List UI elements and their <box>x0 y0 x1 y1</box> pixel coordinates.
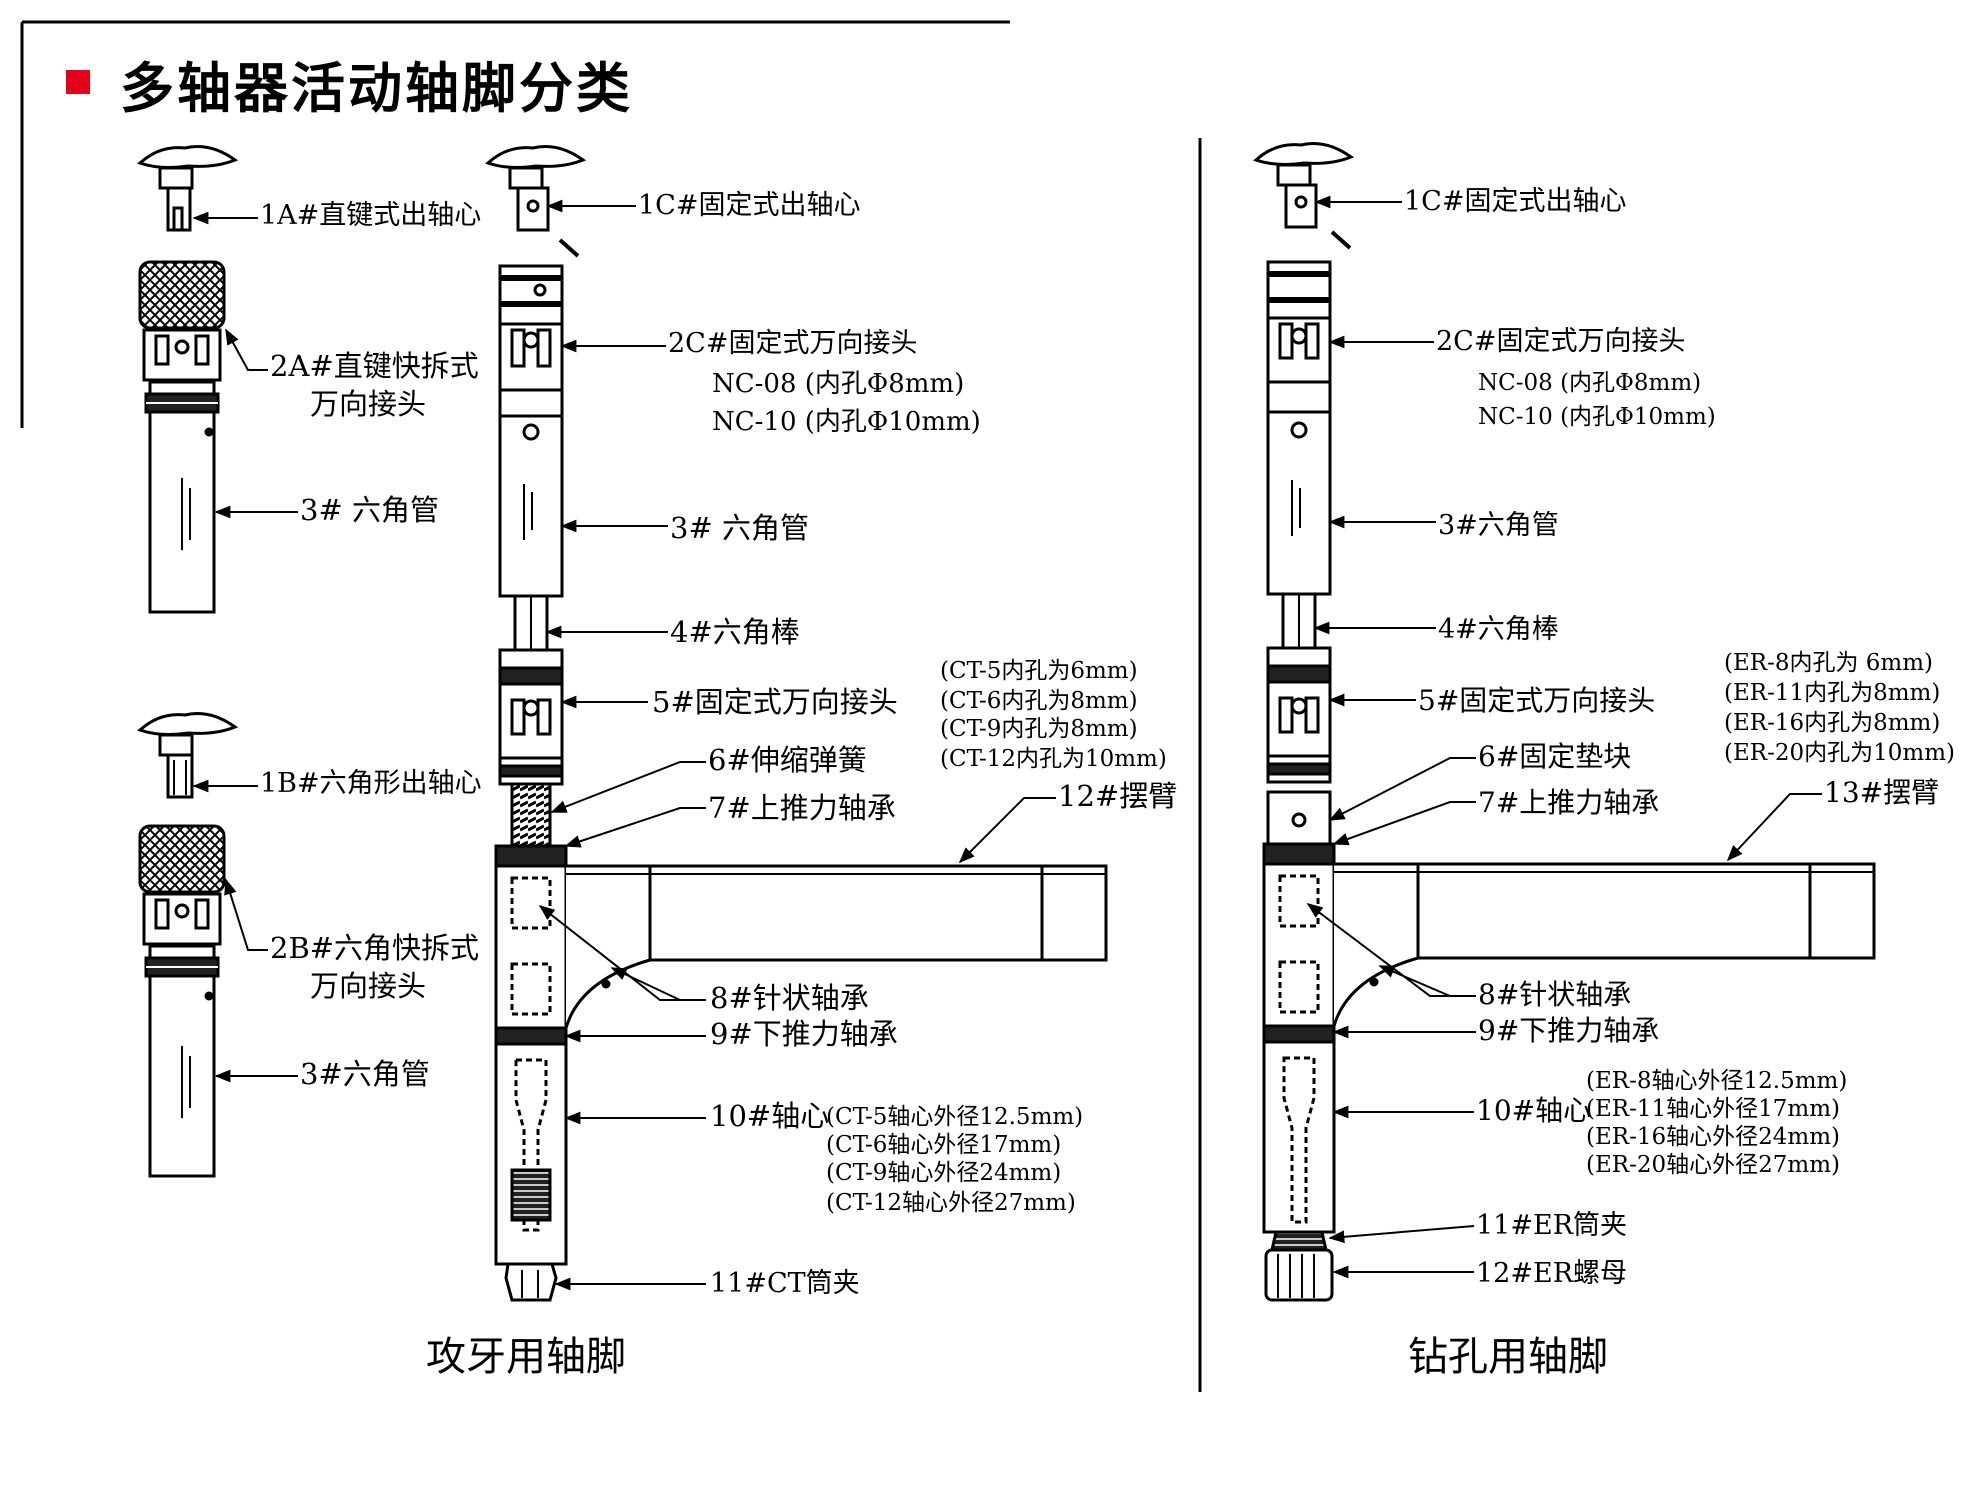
tapping-label-10-spec-3: (CT-9轴心外径24mm) <box>826 1160 1061 1186</box>
tapping-label-5-spec-3: (CT-9内孔为8mm) <box>940 716 1138 742</box>
drilling-label-6: 6#固定垫块 <box>1478 740 1631 773</box>
tapping-label-10-spec-1: (CT-5轴心外径12.5mm) <box>826 1104 1083 1130</box>
tapping-label-5-spec-2: (CT-6内孔为8mm) <box>940 688 1138 714</box>
tapping-label-nc08: NC-08 (内孔Φ8mm) <box>712 369 964 399</box>
tapping-label-4: 4#六角棒 <box>670 615 800 649</box>
label-2b-line2: 万向接头 <box>310 969 426 1003</box>
tapping-label-5: 5#固定式万向接头 <box>652 685 898 719</box>
drilling-label-10-spec-4: (ER-20轴心外径27mm) <box>1586 1152 1840 1178</box>
drilling-label-10: 10#轴心 <box>1476 1094 1591 1127</box>
tapping-label-3: 3# 六角管 <box>670 511 809 545</box>
tapping-label-12: 12#摆臂 <box>1058 779 1177 813</box>
drilling-caption: 钻孔用轴脚 <box>1408 1334 1608 1380</box>
label-3-bottom: 3#六角管 <box>300 1057 430 1091</box>
drilling-label-11: 11#ER筒夹 <box>1476 1210 1627 1241</box>
tapping-leader-lines <box>538 199 1056 1291</box>
drilling-label-9: 9#下推力轴承 <box>1478 1014 1659 1047</box>
drilling-leader-lines <box>1306 195 1822 1279</box>
label-2a-line2: 万向接头 <box>310 387 426 421</box>
tapping-label-5-spec-1: (CT-5内孔为6mm) <box>940 658 1138 684</box>
drilling-label-5-spec-4: (ER-20内孔为10mm) <box>1724 740 1955 766</box>
left-leader-lines <box>192 211 298 1083</box>
drilling-label-nc10: NC-10 (内孔Φ10mm) <box>1478 404 1716 430</box>
drilling-label-10-spec-3: (ER-16轴心外径24mm) <box>1586 1124 1840 1150</box>
tapping-label-2c: 2C#固定式万向接头 <box>668 328 917 359</box>
tapping-label-nc10: NC-10 (内孔Φ10mm) <box>712 407 981 437</box>
tapping-label-6: 6#伸缩弹簧 <box>708 743 867 777</box>
drilling-assembly <box>1253 142 1876 1302</box>
tapping-label-10: 10#轴心 <box>710 1099 829 1133</box>
drilling-label-10-spec-2: (ER-11轴心外径17mm) <box>1586 1096 1840 1122</box>
tapping-label-1c: 1C#固定式出轴心 <box>638 190 860 221</box>
drilling-label-2c: 2C#固定式万向接头 <box>1436 326 1685 357</box>
part-3-hex-tube-top <box>148 410 216 614</box>
drilling-label-8: 8#针状轴承 <box>1478 978 1631 1011</box>
drilling-label-5: 5#固定式万向接头 <box>1418 684 1655 717</box>
drilling-label-5-spec-1: (ER-8内孔为 6mm) <box>1724 650 1933 676</box>
drilling-label-5-spec-2: (ER-11内孔为8mm) <box>1724 680 1940 706</box>
label-1a: 1A#直键式出轴心 <box>260 200 481 231</box>
part-1a-key-output-shaft <box>137 145 239 232</box>
title-bullet-square <box>66 70 90 94</box>
tapping-label-8: 8#针状轴承 <box>710 981 869 1015</box>
tapping-caption: 攻牙用轴脚 <box>426 1334 626 1380</box>
part-2b-hex-quick-release-joint <box>138 824 226 978</box>
drilling-label-7: 7#上推力轴承 <box>1478 786 1659 819</box>
tapping-label-11: 11#CT筒夹 <box>710 1268 860 1299</box>
tapping-label-10-spec-2: (CT-6轴心外径17mm) <box>826 1132 1061 1158</box>
drilling-label-13: 13#摆臂 <box>1824 776 1939 809</box>
tapping-label-10-spec-4: (CT-12轴心外径27mm) <box>826 1190 1076 1216</box>
label-2b-line1: 2B#六角快拆式 <box>270 931 479 965</box>
drilling-label-3: 3#六角管 <box>1438 510 1559 541</box>
drilling-label-10-spec-1: (ER-8轴心外径12.5mm) <box>1586 1068 1847 1094</box>
drilling-label-5-spec-3: (ER-16内孔为8mm) <box>1724 710 1940 736</box>
drilling-label-nc08: NC-08 (内孔Φ8mm) <box>1478 370 1701 396</box>
page-frame <box>20 20 1010 428</box>
part-1b-hex-output-shaft <box>137 712 239 799</box>
tapping-label-7: 7#上推力轴承 <box>708 791 896 825</box>
drilling-label-4: 4#六角棒 <box>1438 614 1559 645</box>
tapping-label-9: 9#下推力轴承 <box>710 1017 898 1051</box>
label-2a-line1: 2A#直键快拆式 <box>270 349 479 383</box>
drilling-label-1c: 1C#固定式出轴心 <box>1404 186 1626 217</box>
page-title: 多轴器活动轴脚分类 <box>120 57 633 120</box>
tapping-assembly <box>485 145 1108 1302</box>
part-2a-key-quick-release-joint <box>138 260 226 414</box>
part-3-hex-tube-bottom <box>148 974 216 1178</box>
tapping-label-5-spec-4: (CT-12内孔为10mm) <box>940 746 1167 772</box>
label-3-top: 3# 六角管 <box>300 493 439 527</box>
label-1b: 1B#六角形出轴心 <box>260 768 482 799</box>
drilling-label-12: 12#ER螺母 <box>1476 1258 1627 1289</box>
